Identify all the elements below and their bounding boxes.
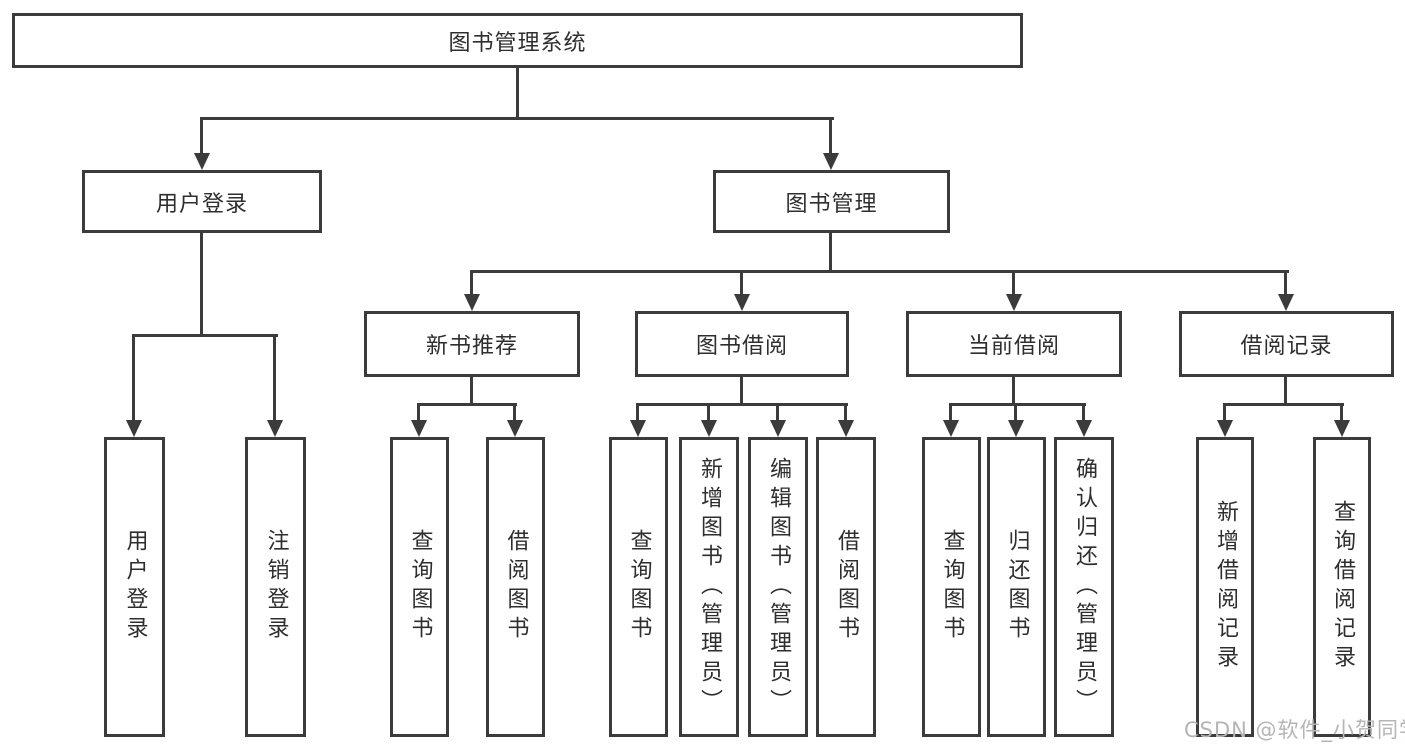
node-label: 新书推荐 <box>425 334 518 359</box>
connector-line <box>1284 377 1287 406</box>
arrowhead-down-icon <box>267 420 283 437</box>
node-root: 图书管理系统 <box>12 13 1023 68</box>
node-label: 图书管理系统 <box>448 30 587 56</box>
connector-line <box>417 405 420 421</box>
node-label: 图书管理 <box>785 191 878 217</box>
node-user-login: 用户登录 <box>82 170 322 233</box>
arrowhead-down-icon <box>734 294 750 311</box>
node-new-book-recommendation: 新书推荐 <box>364 311 580 377</box>
csdn-watermark: CSDN @软件_小贺同学 <box>1184 718 1405 742</box>
node-leaf-borrow-books-recommend: 借阅图书 <box>486 437 545 737</box>
connector-line <box>949 405 952 421</box>
arrowhead-down-icon <box>1008 420 1024 437</box>
connector-line <box>844 405 847 421</box>
node-leaf-user-login: 用户登录 <box>104 437 165 737</box>
connector-line <box>516 68 519 119</box>
connector-line <box>417 403 517 406</box>
node-leaf-add-books-admin: 新增图书（管理员） <box>679 437 739 737</box>
arrowhead-down-icon <box>1006 294 1022 311</box>
connector-line <box>949 403 1086 406</box>
node-leaf-confirm-return-admin: 确认归还（管理员） <box>1054 437 1114 737</box>
arrowhead-down-icon <box>823 153 839 170</box>
node-label: 用户登录 <box>155 191 248 217</box>
arrowhead-down-icon <box>943 420 959 437</box>
node-label: 图书借阅 <box>695 334 788 359</box>
connector-line <box>636 405 639 421</box>
node-label: 查询图书 <box>939 529 965 645</box>
node-label: 借阅记录 <box>1240 334 1333 359</box>
connector-line <box>1012 272 1015 295</box>
connector-line <box>513 405 516 421</box>
arrowhead-down-icon <box>1076 420 1092 437</box>
node-label: 用户登录 <box>122 529 148 645</box>
connector-line <box>273 336 276 421</box>
connector-line <box>740 377 743 406</box>
connector-line <box>1014 405 1017 421</box>
connector-line <box>200 233 203 337</box>
node-leaf-add-borrow-record: 新增借阅记录 <box>1196 437 1254 737</box>
connector-line <box>1284 272 1287 295</box>
node-book-borrowing: 图书借阅 <box>635 311 849 377</box>
connector-line <box>132 334 278 337</box>
node-label: 确认归还（管理员） <box>1072 456 1097 718</box>
arrowhead-down-icon <box>507 420 523 437</box>
arrowhead-down-icon <box>126 420 142 437</box>
connector-line <box>707 405 710 421</box>
node-label: 查询图书 <box>407 529 433 645</box>
connector-line <box>636 403 848 406</box>
node-label: 查询图书 <box>626 529 652 645</box>
connector-line <box>829 119 832 154</box>
arrowhead-down-icon <box>1217 420 1233 437</box>
node-leaf-query-borrow-record: 查询借阅记录 <box>1313 437 1371 737</box>
connector-line <box>1082 405 1085 421</box>
node-book-management: 图书管理 <box>713 170 950 233</box>
connector-line <box>1223 405 1226 421</box>
connector-line <box>1012 377 1015 406</box>
connector-line <box>776 405 779 421</box>
arrowhead-down-icon <box>1278 294 1294 311</box>
node-label: 查询借阅记录 <box>1330 500 1355 674</box>
connector-line <box>740 272 743 295</box>
connector-line <box>829 233 832 272</box>
connector-line <box>132 336 135 421</box>
arrowhead-down-icon <box>1334 420 1350 437</box>
connector-line <box>200 119 203 154</box>
node-label: 归还图书 <box>1004 529 1030 645</box>
node-leaf-query-books-current: 查询图书 <box>922 437 981 737</box>
node-leaf-logout: 注销登录 <box>245 437 306 737</box>
node-label: 借阅图书 <box>503 529 529 645</box>
arrowhead-down-icon <box>701 420 717 437</box>
arrowhead-down-icon <box>411 420 427 437</box>
node-label: 编辑图书（管理员） <box>766 456 791 718</box>
connector-line <box>470 377 473 406</box>
node-borrowing-records: 借阅记录 <box>1179 311 1394 377</box>
connector-line <box>1340 405 1343 421</box>
connector-line <box>470 272 473 295</box>
node-label: 注销登录 <box>263 529 289 645</box>
node-label: 借阅图书 <box>834 529 859 645</box>
node-label: 当前借阅 <box>967 334 1060 359</box>
node-leaf-query-books-borrowing: 查询图书 <box>609 437 668 737</box>
node-label: 新增借阅记录 <box>1213 500 1238 674</box>
node-current-borrowing: 当前借阅 <box>906 311 1122 377</box>
arrowhead-down-icon <box>630 420 646 437</box>
arrowhead-down-icon <box>464 294 480 311</box>
connector-line <box>470 270 1289 273</box>
arrowhead-down-icon <box>838 420 854 437</box>
node-label: 新增图书（管理员） <box>697 456 722 718</box>
arrowhead-down-icon <box>770 420 786 437</box>
connector-line <box>200 117 834 120</box>
node-leaf-edit-books-admin: 编辑图书（管理员） <box>748 437 808 737</box>
node-leaf-borrow-books-borrowing: 借阅图书 <box>816 437 876 737</box>
arrowhead-down-icon <box>194 153 210 170</box>
node-leaf-return-books: 归还图书 <box>987 437 1046 737</box>
node-leaf-query-books-recommend: 查询图书 <box>390 437 449 737</box>
connector-line <box>1223 403 1344 406</box>
